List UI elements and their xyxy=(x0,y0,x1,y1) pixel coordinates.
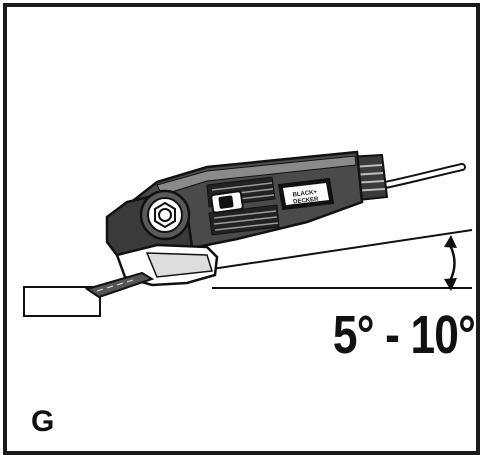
angle-range-label: 5° - 10° xyxy=(332,305,476,365)
tool-angle-line xyxy=(211,229,473,270)
figure-frame: BLACK+ DECKER 5° - 10° G xyxy=(3,3,480,455)
svg-text:BLACK+: BLACK+ xyxy=(292,189,318,198)
grinder-illustration: BLACK+ DECKER xyxy=(23,150,473,317)
curved-double-arrow-icon xyxy=(444,235,457,291)
figure-letter: G xyxy=(31,405,55,438)
svg-text:DECKER: DECKER xyxy=(293,196,320,205)
workpiece-block-icon xyxy=(23,286,101,317)
angle-grinder-icon: BLACK+ DECKER xyxy=(84,150,466,299)
brand-logo: BLACK+ DECKER xyxy=(277,177,335,211)
